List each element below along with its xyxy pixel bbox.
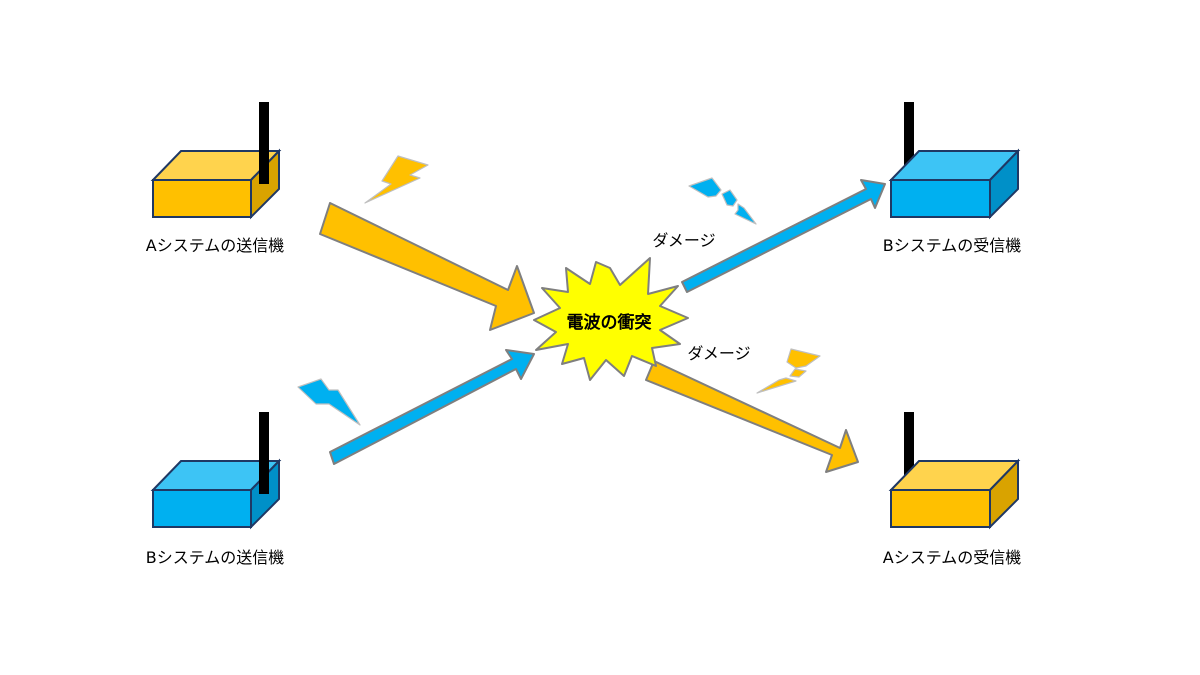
a-transmitter-label: Aシステムの送信機 bbox=[146, 236, 284, 255]
antenna bbox=[904, 102, 914, 184]
damage-label-upper: ダメージ bbox=[652, 231, 715, 250]
lightning-bolt-icon bbox=[364, 155, 429, 204]
collision-label: 電波の衝突 bbox=[567, 312, 652, 333]
antenna-front bbox=[259, 150, 269, 184]
b-receiver-label: Bシステムの受信機 bbox=[883, 236, 1022, 255]
b-signal-arrow-in bbox=[329, 349, 535, 465]
a-signal-arrow-in bbox=[319, 202, 535, 331]
antenna bbox=[259, 412, 269, 494]
a-receiver-label: Aシステムの受信機 bbox=[883, 548, 1021, 567]
b-receiver-device bbox=[888, 102, 1021, 220]
damaged-lightning-bolt-icon bbox=[756, 348, 821, 394]
device-front-face bbox=[152, 179, 252, 218]
antenna bbox=[259, 102, 269, 184]
damaged-lightning-bolt-icon bbox=[688, 177, 757, 225]
collision-burst bbox=[533, 257, 689, 381]
a-signal-arrow-out bbox=[645, 360, 859, 473]
device-front-face bbox=[890, 179, 991, 218]
lightning-bolt-icon bbox=[297, 378, 361, 426]
b-signal-arrow-out bbox=[681, 179, 886, 293]
b-transmitter-device bbox=[150, 412, 282, 530]
a-receiver-device bbox=[888, 412, 1021, 530]
damage-label-lower: ダメージ bbox=[687, 344, 750, 363]
antenna-front bbox=[259, 460, 269, 494]
antenna bbox=[904, 412, 914, 494]
device-front-face bbox=[890, 489, 991, 528]
a-transmitter-device bbox=[150, 102, 282, 220]
b-transmitter-label: Bシステムの送信機 bbox=[146, 548, 285, 567]
device-front-face bbox=[152, 489, 252, 528]
